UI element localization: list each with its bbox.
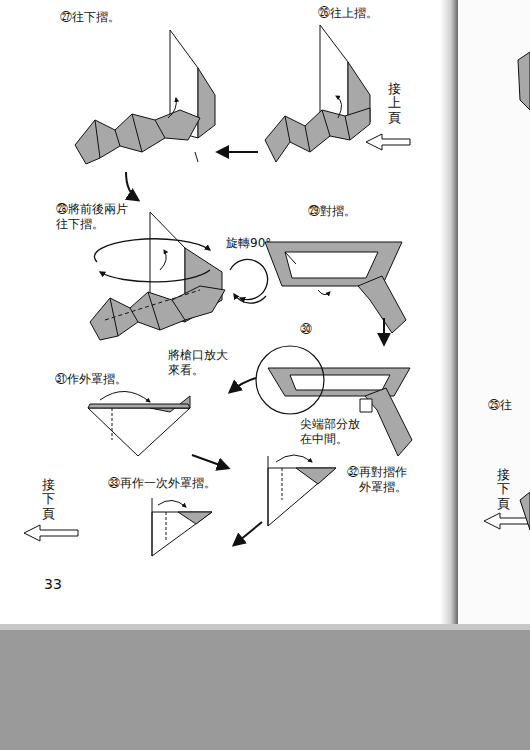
step-label: ㉜再對摺作 外罩摺。: [342, 465, 407, 495]
step-label: ㉕往: [488, 398, 512, 413]
continue-note: 接下頁: [42, 478, 55, 521]
scanner-ground: [0, 628, 530, 750]
continue-arrow: [24, 525, 78, 541]
step-32-figure: [268, 455, 336, 526]
page: [0, 0, 530, 630]
step-label: ㉘將前後兩片 往下摺。: [56, 202, 133, 232]
gutter: [440, 0, 458, 630]
step-label: ㉖往上摺。: [318, 6, 378, 21]
next-page-figure: [518, 52, 530, 110]
rotate-symbol: [230, 260, 268, 300]
continue-note: 接下頁: [497, 468, 510, 511]
continue-note: 接上頁: [388, 82, 401, 125]
step-label: ㉗往下摺。: [60, 10, 120, 25]
step-30-figure: [256, 346, 412, 456]
step-31-figure: [88, 391, 190, 456]
step-figures: [24, 25, 530, 556]
step-33-figure: [152, 498, 212, 556]
step-27-figure: [75, 30, 215, 164]
tip-note: 尖端部分放 在中間。: [300, 417, 365, 447]
page-edge: [0, 624, 530, 630]
step-28-figure: [90, 212, 225, 340]
page-number: 33: [44, 576, 62, 594]
right-page: [458, 0, 530, 630]
zoom-note: 將槍口放大 來看。: [168, 348, 233, 378]
step-label: ㉛作外罩摺。: [55, 372, 127, 387]
next-page-figure: [520, 492, 530, 530]
continue-arrow: [484, 513, 528, 529]
continue-arrow: [366, 134, 410, 150]
step-label: ㉙對摺。: [308, 204, 356, 219]
rotate-note: 旋轉90°: [226, 236, 271, 251]
step-26-figure: [265, 25, 370, 162]
step-label: ㉝再作一次外罩摺。: [108, 476, 216, 491]
callout-number: ㉚: [300, 322, 312, 337]
magnifier-circle: [256, 346, 324, 414]
